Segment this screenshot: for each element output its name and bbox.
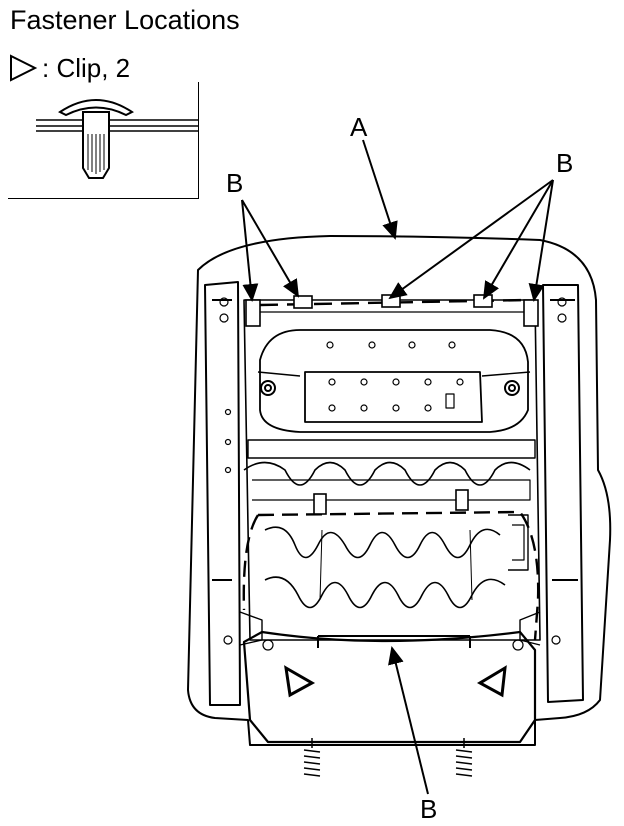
seat-back-outline — [187, 235, 612, 746]
callout-b-bottom: B — [420, 794, 437, 824]
clip-detail-inset — [8, 82, 199, 199]
clip-triangle-left — [284, 665, 316, 698]
callout-b-top-left: B — [226, 168, 243, 198]
callout-a: A — [350, 112, 368, 142]
clip-triangle-right — [476, 665, 507, 698]
legend: : Clip, 2 — [8, 52, 130, 84]
clip-legend-label: : Clip, 2 — [42, 53, 131, 83]
clip-marker-top-1 — [293, 295, 313, 309]
triangle-outline-icon — [10, 54, 38, 82]
clip-marker-left — [245, 299, 261, 327]
clip-detail-illustration — [36, 99, 198, 179]
clip-marker-mid-1 — [313, 493, 327, 515]
clip-marker-top-3 — [473, 294, 493, 308]
page-title: Fastener Locations — [10, 5, 240, 35]
callout-b-top-right: B — [556, 148, 573, 178]
clip-marker-right — [523, 299, 539, 327]
clip-marker-mid-2 — [455, 489, 469, 511]
